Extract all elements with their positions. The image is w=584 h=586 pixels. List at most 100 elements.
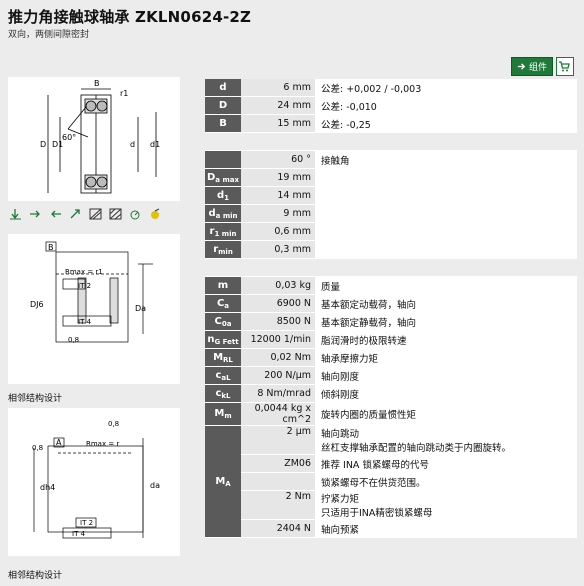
label-rmax: Rmax = r1 [65,268,103,276]
spec-symbol: r1 min [205,222,241,241]
spec-value: 12000 1/min [241,330,315,349]
label-da: Da [135,304,146,313]
label-D1: D1 [52,140,63,149]
label-a: A [56,438,62,447]
spec-desc [315,186,577,205]
speed-icon [128,207,143,220]
spec-symbol: rmin [205,240,241,259]
label-r08-3: 0,8 [32,444,43,452]
label-bref: B [48,243,54,252]
spacer [205,132,577,151]
page-title: 推力角接触球轴承 ZKLN0624-2Z [8,8,252,26]
radial-load-alt-icon [48,207,63,220]
spec-value: 200 N/μm [241,366,315,385]
spec-value: 60 ° [241,150,315,169]
mounting-drawing-1: B Rmax = r1 IT 2 IT 4 DJ6 Da 0,8 [30,241,153,344]
spec-desc [315,204,577,223]
spec-symbol: d1 [205,186,241,205]
ma-value [241,472,315,491]
ma-symbol: MA [205,425,241,538]
spec-symbol: Da max [205,168,241,187]
label-dh4: dh4 [40,483,55,492]
spec-value: 0,0044 kg x cm^2 [241,402,315,426]
mounting-drawing-2: 0,8 0,8 A Rmax = r dh4 da IT 2 IT 4 [32,420,160,539]
spec-symbol: ckL [205,384,241,403]
ma-desc: 拧紧力矩只适用于INA精密锁紧螺母 [315,490,577,520]
label-dj6: DJ6 [30,300,44,309]
caption-design-2: 相邻结构设计 [8,571,63,581]
axial-load-icon [8,207,23,220]
spec-desc: 倾斜刚度 [315,384,577,403]
label-r1: r1 [120,89,128,98]
bearing-cross-section: B r1 D D1 d d1 60° [40,79,160,194]
spec-value: 24 mm [241,96,315,115]
spec-symbol: Ca [205,294,241,313]
ma-value: 2 μm [241,425,315,455]
spec-symbol: da min [205,204,241,223]
label-r08: 0,8 [68,336,79,344]
label-d: d [130,140,135,149]
spec-desc: 轴向刚度 [315,366,577,385]
spec-value: 0,03 kg [241,276,315,295]
label-it4-2: IT 4 [72,530,86,538]
spec-symbol [205,150,241,169]
spec-symbol: d [205,79,241,97]
spec-symbol: C0a [205,312,241,331]
spec-desc: 脂润滑时的极限转速 [315,330,577,349]
ma-desc: 锁紧螺母不在供货范围。 [315,472,577,491]
spec-symbol: MRL [205,348,241,367]
adjacent-design-2: 0,8 0,8 A Rmax = r dh4 da IT 2 IT 4 [8,408,180,556]
parts-button[interactable]: 组件 [510,57,553,76]
spec-desc: 公差: +0,002 / -0,003 [315,79,577,97]
spec-desc [315,222,577,241]
ma-row: 锁紧螺母不在供货范围。 [205,472,577,491]
spec-desc: 接触角 [315,150,577,169]
cart-icon [558,61,570,72]
ma-desc: 轴向预紧 [315,519,577,538]
ma-value: 2 Nm [241,490,315,520]
grease-icon [148,207,163,220]
ma-desc: 轴向跳动丝杠支撑轴承配置的轴向跳动类于内圈旋转。 [315,425,577,455]
bearing-drawing: B r1 D D1 d d1 60° [8,77,180,201]
spec-desc: 质量 [315,276,577,295]
spec-symbol: nG Fett [205,330,241,349]
label-d1: d1 [150,140,160,149]
spec-symbol: m [205,276,241,295]
parts-button-label: 组件 [528,63,547,73]
spec-value: 8500 N [241,312,315,331]
label-r08-2: 0,8 [108,420,119,428]
spec-symbol: caL [205,366,241,385]
cart-button[interactable] [556,57,574,76]
toolbar: 组件 [510,57,574,76]
seal-alt-icon [108,207,123,220]
spec-value: 15 mm [241,114,315,133]
ma-value: ZM06 [241,454,315,473]
radial-load-icon [28,207,43,220]
spec-value: 19 mm [241,168,315,187]
label-b: B [94,79,100,88]
spec-desc: 公差: -0,25 [315,114,577,133]
arrow-right-icon [517,63,526,70]
label-D: D [40,140,46,149]
spec-desc: 轴承摩擦力矩 [315,348,577,367]
page-subtitle: 双向，两侧间隙密封 [8,30,90,40]
spec-symbol: D [205,96,241,115]
load-icons [8,207,163,220]
spec-value: 0,3 mm [241,240,315,259]
